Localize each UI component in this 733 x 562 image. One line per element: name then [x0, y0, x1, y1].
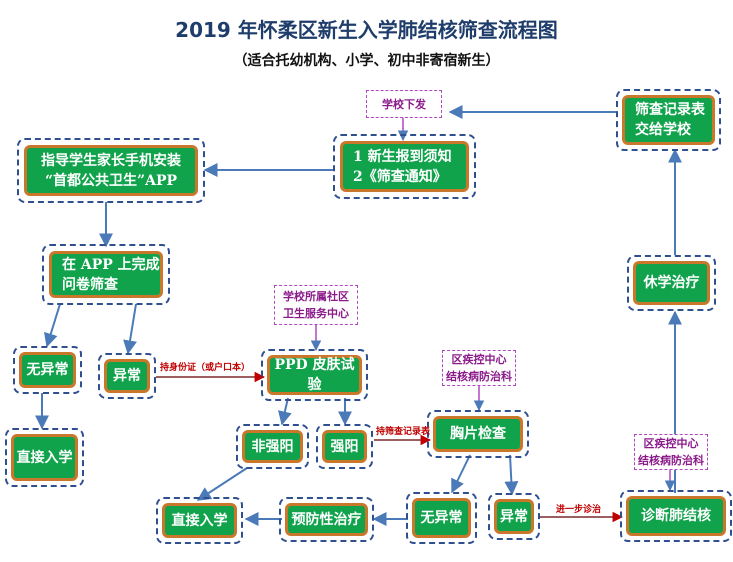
note-community-health: 学校所属社区 卫生服务中心 — [274, 285, 358, 325]
arrow-xray-to-abn2 — [504, 454, 519, 496]
node-diagnose-tb: 诊断肺结核 — [626, 496, 726, 536]
node-preventive-treatment: 预防性治疗 — [285, 503, 368, 536]
node-abnormal-2: 异常 — [494, 499, 534, 534]
frame-abn1 — [98, 353, 156, 399]
arrow-ppd-to-nonstrong — [278, 397, 292, 426]
frame-strong — [316, 424, 373, 469]
edge-label-further-diagnosis: 进一步诊治 — [556, 505, 602, 515]
arrow-questionnaire-to-abn1 — [123, 303, 137, 355]
node-questionnaire: 在 APP 上完成 问卷筛查 — [49, 251, 163, 298]
frame-nonstrong — [236, 424, 309, 469]
frame-preventive — [279, 497, 374, 542]
node-direct-entry-2: 直接入学 — [162, 503, 237, 538]
page-subtitle: （适合托幼机构、小学、初中非寄宿新生） — [233, 53, 500, 69]
frame-abn2 — [488, 493, 540, 540]
frame-notice — [333, 134, 476, 199]
note-school-issue: 学校下发 — [366, 90, 442, 118]
frame-guide — [17, 138, 205, 203]
node-record-form: 筛查记录表 交给学校 — [622, 95, 715, 145]
frame-noabn2 — [406, 492, 477, 544]
node-suspend-treatment: 休学治疗 — [633, 261, 710, 305]
node-no-abnormal-1: 无异常 — [19, 352, 76, 388]
node-chest-xray: 胸片检查 — [433, 416, 523, 452]
node-direct-entry-1: 直接入学 — [11, 434, 78, 481]
note-cdc-1: 区疾控中心 结核病防治科 — [442, 350, 516, 386]
frame-ppd — [261, 349, 368, 401]
page-title: 2019 年怀柔区新生入学肺结核筛查流程图 — [175, 18, 558, 42]
node-strong-positive: 强阳 — [322, 430, 367, 463]
frame-diagnose — [620, 490, 732, 542]
node-guide-app: 指导学生家长手机安装 “首都公共卫生”APP — [24, 145, 198, 196]
node-notice: 1 新生报到须知 2《筛查通知》 — [340, 141, 469, 192]
node-non-strong-positive: 非强阳 — [242, 430, 303, 463]
arrow-xray-to-noabn2 — [451, 454, 471, 494]
frame-xray — [427, 410, 529, 458]
arrow-nonstrong-to-direct2 — [196, 467, 248, 501]
node-ppd: PPD 皮肤试验 — [267, 355, 362, 395]
edge-label-with-record: 持筛查记录表 — [376, 427, 431, 437]
node-no-abnormal-2: 无异常 — [412, 498, 471, 538]
frame-noabn1 — [13, 346, 82, 394]
frame-direct2 — [156, 497, 243, 544]
frame-questionnaire — [42, 244, 170, 305]
edge-label-with-id: 持身份证（或户口本） — [160, 363, 251, 373]
frame-suspend — [627, 255, 716, 311]
node-abnormal-1: 异常 — [104, 359, 150, 393]
note-cdc-2: 区疾控中心 结核病防治科 — [634, 434, 708, 470]
arrow-questionnaire-to-noabn1 — [44, 303, 61, 348]
frame-record — [616, 89, 721, 151]
frame-direct1 — [5, 428, 84, 487]
